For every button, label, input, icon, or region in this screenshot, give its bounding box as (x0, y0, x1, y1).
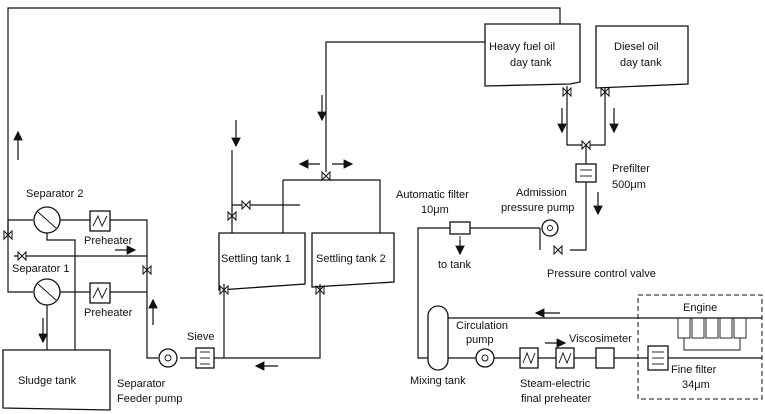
hfo-day-tank (484, 23, 581, 87)
final-preheater-2 (555, 347, 575, 369)
diesel-day-tank (595, 25, 689, 89)
fine-filter-label-2: 34μm (682, 379, 710, 391)
settling-tank-2 (311, 232, 395, 288)
separator-feeder-label-2: Feeder pump (117, 393, 182, 405)
separator-2 (33, 206, 61, 234)
steam-preheater-label-2: final preheater (521, 393, 592, 405)
separator-1-label: Separator 1 (12, 263, 69, 275)
diesel-tank-label-1: Diesel oil (614, 41, 659, 53)
separator-2-label: Separator 2 (26, 188, 83, 200)
hfo-tank-label-2: day tank (510, 57, 552, 69)
viscosimeter-box (595, 347, 615, 369)
preheater-bottom (89, 282, 111, 304)
circulation-pump-label-1: Circulation (456, 320, 508, 332)
preheater-bottom-label: Preheater (84, 307, 133, 319)
separator-feeder-pump (158, 348, 178, 368)
valves (3, 86, 610, 296)
preheater-top (89, 210, 111, 232)
prefilter-label-1: Prefilter (612, 163, 650, 175)
admission-pressure-pump (541, 219, 559, 237)
mixing-tank-label: Mixing tank (410, 375, 466, 387)
settling-tank-1 (218, 232, 306, 291)
engine-label: Engine (683, 302, 717, 314)
admission-label-1: Admission (516, 187, 567, 199)
mixing-tank (427, 305, 449, 371)
sludge-tank-label: Sludge tank (18, 375, 77, 387)
steam-preheater-label-1: Steam-electric (520, 378, 591, 390)
pressure-control-valve-label: Pressure control valve (547, 268, 656, 280)
automatic-filter-label-1: Automatic filter (396, 189, 469, 201)
flow-arrows (13, 95, 619, 371)
circulation-pump (475, 348, 495, 368)
to-tank-label: to tank (438, 259, 472, 271)
circulation-pump-label-2: pump (466, 334, 494, 346)
viscosimeter-label: Viscosimeter (569, 333, 632, 345)
admission-label-2: pressure pump (501, 202, 574, 214)
prefilter-label-2: 500μm (612, 179, 646, 191)
hfo-tank-label-1: Heavy fuel oil (489, 41, 555, 53)
prefilter-box (575, 163, 597, 183)
separator-1 (33, 278, 61, 306)
automatic-filter-box (449, 221, 471, 235)
sludge-tank (2, 349, 111, 411)
sieve-label: Sieve (187, 331, 215, 343)
separator-feeder-label-1: Separator (117, 378, 166, 390)
settling-tank-2-label: Settling tank 2 (316, 253, 386, 265)
diesel-tank-label-2: day tank (620, 57, 662, 69)
settling-tank-1-label: Settling tank 1 (221, 253, 291, 265)
automatic-filter-label-2: 10μm (421, 204, 449, 216)
final-preheater-1 (519, 347, 539, 369)
preheater-top-label: Preheater (84, 235, 133, 247)
injection-pumps (677, 317, 747, 351)
fine-filter-label-1: Fine filter (671, 364, 717, 376)
engine-enclosure (637, 294, 763, 400)
